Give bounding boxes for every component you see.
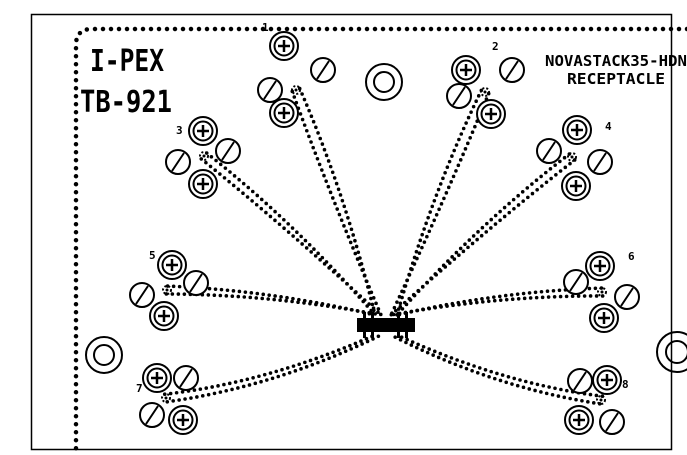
trace-dotted	[199, 157, 383, 317]
screw-pad	[269, 31, 299, 61]
slotted-pad	[183, 270, 209, 296]
slotted-pad	[257, 77, 283, 103]
signal-pad	[480, 87, 490, 97]
screw-pad	[149, 301, 179, 331]
screw-pad	[562, 115, 592, 145]
screw-pad	[142, 363, 172, 393]
screw-pad	[188, 116, 218, 146]
drawing-frame	[30, 13, 673, 451]
trace-dotted	[164, 292, 383, 317]
port-label: 3	[176, 124, 183, 137]
trace-dotted	[395, 152, 572, 317]
trace-dotted	[389, 158, 577, 317]
signal-pad	[199, 151, 209, 161]
trace-dotted	[389, 91, 491, 317]
slotted-pad	[310, 57, 336, 83]
port-label: 2	[492, 40, 499, 53]
signal-pad	[162, 285, 172, 295]
mounting-hole-left	[85, 336, 123, 374]
port-layer: 1 2 3 4 5 6 7 8	[129, 21, 640, 435]
trace-dotted	[297, 86, 377, 317]
port-label: 8	[622, 378, 629, 391]
board-outline	[73, 26, 687, 452]
screw-pad	[561, 171, 591, 201]
trace-layer	[162, 86, 605, 406]
slotted-pad	[173, 365, 199, 391]
screw-pad	[157, 250, 187, 280]
screw-pad	[585, 251, 615, 281]
port-label: 1	[262, 21, 269, 34]
signal-pad	[161, 393, 171, 403]
port-label: 7	[136, 382, 143, 395]
port-label: 4	[605, 120, 612, 133]
slotted-pad	[215, 138, 241, 164]
trace-dotted	[162, 333, 377, 397]
signal-pad	[597, 287, 607, 297]
slotted-pad	[599, 409, 625, 435]
screw-pad	[476, 99, 506, 129]
port-label: 5	[149, 249, 156, 262]
screw-pad	[592, 365, 622, 395]
slotted-pad	[165, 149, 191, 175]
trace-dotted	[395, 88, 484, 317]
slotted-pad	[614, 284, 640, 310]
screw-pad	[451, 55, 481, 85]
screw-pad	[269, 98, 299, 128]
trace-dotted	[290, 89, 383, 317]
port-label: 6	[628, 250, 635, 263]
slotted-pad	[446, 83, 472, 109]
center-connector	[357, 318, 415, 332]
slotted-pad	[499, 57, 525, 83]
slotted-pad	[139, 402, 165, 428]
screw-pad	[589, 303, 619, 333]
mounting-hole-right	[656, 331, 687, 373]
screw-pad	[564, 405, 594, 435]
screw-pad	[188, 169, 218, 199]
mounting-hole-top	[365, 63, 403, 101]
trace-dotted	[389, 333, 602, 406]
brand-label: I-PEX	[90, 44, 164, 79]
model-label: TB-921	[80, 85, 172, 120]
signal-pad	[596, 395, 606, 405]
slotted-pad	[536, 138, 562, 164]
screw-pad	[168, 405, 198, 435]
slotted-pad	[567, 368, 593, 394]
signal-pad	[567, 152, 577, 162]
slotted-pad	[129, 282, 155, 308]
product-type-label: RECEPTACLE	[567, 70, 665, 88]
product-name-label: NOVASTACK35-HDN	[545, 52, 687, 70]
trace-dotted	[389, 294, 605, 317]
slotted-pad	[587, 149, 613, 175]
signal-pad	[291, 85, 301, 95]
slotted-pad	[563, 269, 589, 295]
